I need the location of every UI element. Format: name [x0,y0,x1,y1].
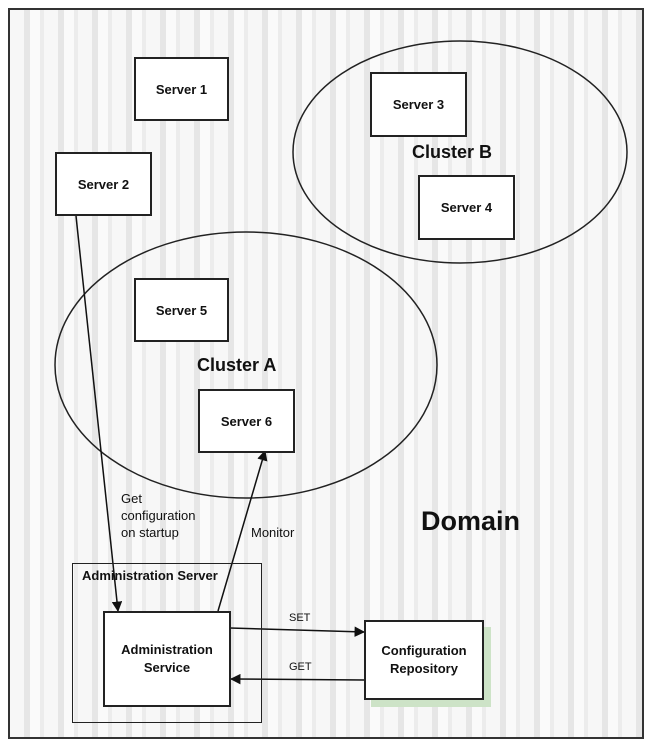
cluster-a-label: Cluster A [197,355,277,375]
server-3-box[interactable]: Server 3 [370,72,467,137]
monitor-label: Monitor [251,525,295,540]
monitor-arrow [217,449,268,612]
get-configuration-label: Get configuration on startup [121,491,196,540]
server-2-box[interactable]: Server 2 [55,152,152,216]
cluster-a-ellipse [54,231,438,499]
administration-server-title: Administration Server [82,568,218,583]
server-6-box[interactable]: Server 6 [198,389,295,453]
configuration-repository-box[interactable]: Configuration Repository [364,620,484,700]
cluster-b-label: Cluster B [412,142,493,162]
administration-service-box[interactable]: Administration Service [103,611,231,707]
get-configuration-arrow [75,215,123,613]
set-arrow [229,626,366,637]
server-5-box[interactable]: Server 5 [134,278,229,342]
server-1-box[interactable]: Server 1 [134,57,229,121]
server-4-box[interactable]: Server 4 [418,175,515,240]
get-arrow [229,673,365,685]
domain-label: Domain [421,506,521,536]
set-label: SET [289,612,311,624]
get-label: GET [289,661,312,673]
cluster-b-ellipse [292,40,628,264]
administration-server-container[interactable] [72,563,262,723]
